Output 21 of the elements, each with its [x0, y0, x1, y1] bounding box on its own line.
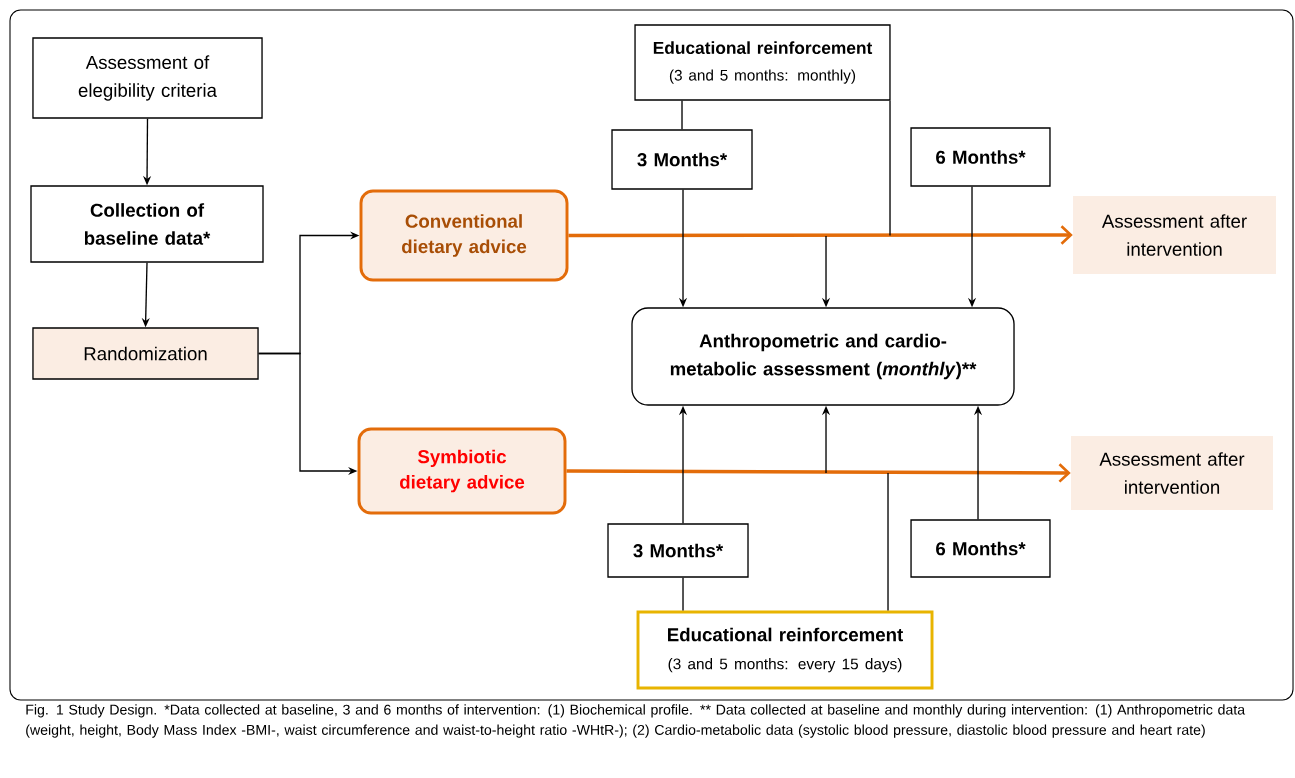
process-box: 6 Months* [910, 127, 1051, 187]
outcome-box: Assessment after intervention [1071, 436, 1273, 510]
process-box: Collection of baseline data* [30, 185, 264, 263]
process-box: Randomization [32, 327, 259, 380]
process-box: 3 Months* [607, 523, 749, 578]
connector-line [681, 99, 683, 131]
group-box: Conventional dietary advice [359, 189, 569, 282]
connector-line [887, 472, 889, 612]
process-box: Assessment of elegibility criteria [32, 37, 263, 119]
caption: Fig. 1 Study Design. *Data collected at baseline, 3 and 6 months of intervention: (1) Biochemical profile. ** Data collected at baseline and monthly during intervention: (1) Anthropometric data (weight, height, Body Mass Index -BMI-, waist circumference and waist-to-height ratio -WHtR-); (2) Cardio-metabolic data (systolic blood pressure, diastolic blood pressure and heart rate) [26, 704, 1246, 738]
process-box: Educational reinforcement (3 and 5 months: monthly) [634, 24, 891, 101]
assessment-box: Anthropometric and cardio-metabolic assessment (monthly)** [631, 307, 1015, 406]
connector-line [682, 577, 684, 612]
process-box: 3 Months* [611, 129, 753, 190]
group-box: Symbiotic dietary advice [357, 427, 567, 515]
process-box: Educational reinforcement (3 and 5 months: every 15 days) [636, 610, 934, 690]
connector-line [889, 99, 891, 237]
timeline-arrow [566, 463, 1071, 483]
process-box: 6 Months* [910, 519, 1051, 578]
outcome-box: Assessment after intervention [1073, 196, 1276, 274]
timeline-arrow [568, 225, 1073, 245]
